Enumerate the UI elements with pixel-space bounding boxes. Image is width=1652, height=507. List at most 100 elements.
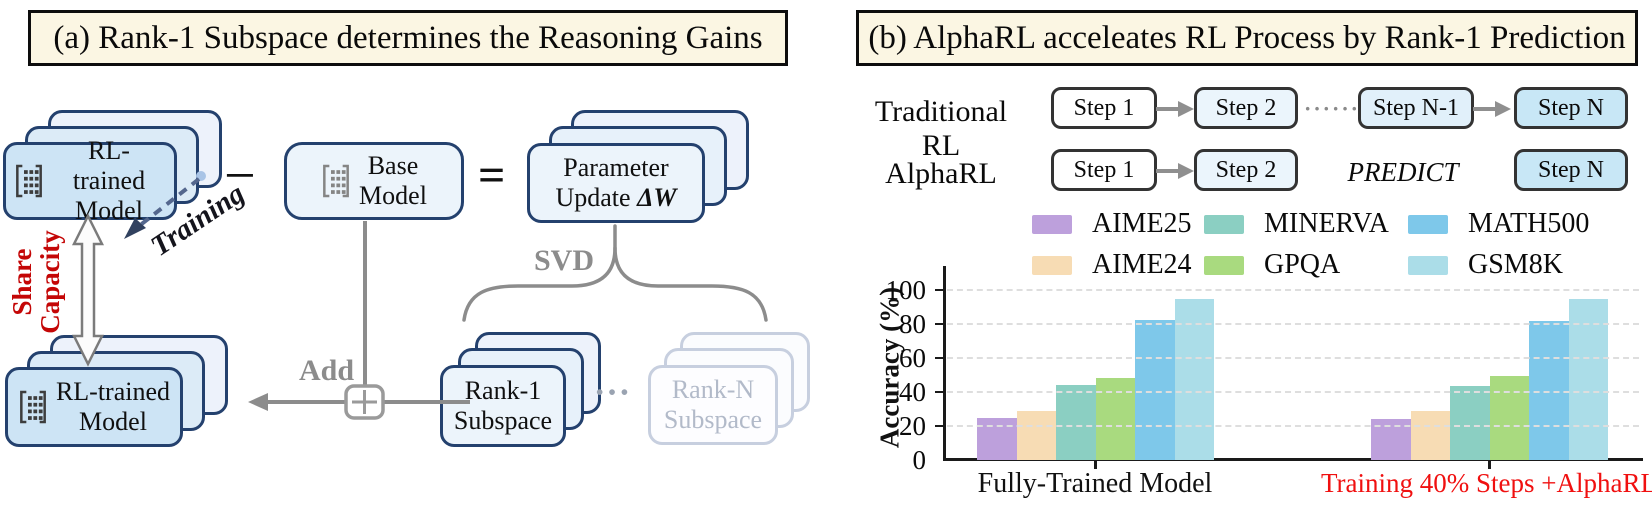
ellipsis-dots: •••	[596, 380, 634, 404]
y-tick-label: 80	[899, 309, 926, 339]
trad-step-n-1: Step N-1	[1358, 87, 1474, 129]
trad-step-2: Step 2	[1194, 87, 1298, 129]
add-label: Add	[299, 354, 355, 387]
legend-item: MINERVA	[1204, 208, 1408, 240]
legend-label: AIME24	[1092, 249, 1192, 280]
svd-label: SVD	[534, 244, 595, 277]
trad-step-n: Step N	[1514, 87, 1628, 129]
y-tick-mark	[935, 289, 945, 291]
rl-trained-model-bottom-stack: RL-trained Model	[5, 335, 231, 449]
y-tick-label: 0	[912, 445, 927, 475]
panel-b-title-text: (b) AlphaRL acceleates RL Process by Ran…	[868, 19, 1626, 56]
card-label: Base Model	[359, 151, 427, 210]
gridline	[947, 357, 1639, 359]
panel-a-title-text: (a) Rank-1 Subspace determines the Reaso…	[53, 19, 763, 56]
bar-gpqa	[1489, 376, 1529, 460]
legend-swatch	[1032, 255, 1072, 275]
bar-minerva	[1056, 385, 1096, 460]
svd-brace-right	[613, 246, 768, 322]
traditional-rl-label: Traditional RL	[874, 95, 1008, 162]
gridline	[947, 289, 1639, 291]
trad-step-1: Step 1	[1051, 87, 1157, 129]
rankn-subspace-stack: Rank-N Subspace	[648, 332, 810, 446]
panel-a-title: (a) Rank-1 Subspace determines the Reaso…	[28, 10, 788, 66]
matrix-icon	[20, 390, 46, 424]
card-label: Parameter Update ΔW	[555, 153, 677, 212]
legend-label: AIME25	[1092, 208, 1192, 239]
y-tick-mark	[935, 323, 945, 325]
y-tick-label: 100	[885, 275, 927, 305]
card-label: RL-trained Model	[72, 136, 146, 225]
legend-label: MATH500	[1468, 208, 1590, 239]
xtick-label-1: Fully-Trained Model	[977, 468, 1213, 499]
legend-swatch	[1408, 214, 1448, 234]
rl-trained-model-top-stack: RL-trained Model	[3, 110, 225, 225]
base-model-card: Base Model	[284, 142, 464, 220]
alpharl-step-1: Step 1	[1051, 149, 1157, 191]
legend-label: GPQA	[1264, 249, 1341, 280]
panel-b: (b) AlphaRL acceleates RL Process by Ran…	[826, 0, 1652, 507]
step-arrow-icon	[1473, 101, 1511, 117]
add-left-arrowhead	[248, 393, 268, 411]
bar-gsm8k	[1174, 299, 1214, 460]
xtick-label-2: Training 40% Steps +AlphaRL	[1321, 468, 1652, 498]
gridline	[947, 425, 1639, 427]
parameter-update-stack: Parameter Update ΔW	[527, 110, 751, 225]
step-arrow-icon	[1156, 163, 1194, 179]
step-arrow-icon	[1156, 101, 1194, 117]
bar-math500	[1529, 321, 1569, 460]
legend-item: MATH500	[1408, 208, 1589, 240]
base-model-stack: Base Model	[284, 142, 464, 220]
x-tick-mark	[1094, 461, 1097, 469]
gridline	[947, 391, 1639, 393]
legend-item: AIME24	[1032, 249, 1204, 281]
card-label: Rank-N Subspace	[663, 375, 763, 434]
legend-item: AIME25	[1032, 208, 1204, 240]
y-tick-label: 60	[899, 343, 926, 373]
bar-gsm8k	[1568, 299, 1608, 460]
rank1-subspace-stack: Rank-1 Subspace	[440, 332, 603, 448]
bar-aime24	[1410, 411, 1450, 460]
alpharl-step-n: Step N	[1514, 149, 1628, 191]
plus-box	[344, 384, 385, 420]
rank1-subspace-card: Rank-1 Subspace	[440, 365, 566, 447]
matrix-icon	[16, 164, 42, 198]
rl-trained-model-bottom-card: RL-trained Model	[5, 367, 183, 447]
panel-a: (a) Rank-1 Subspace determines the Reaso…	[3, 10, 810, 449]
y-tick-mark	[935, 357, 945, 359]
equals-operator: =	[478, 149, 506, 202]
legend-item: GSM8K	[1408, 249, 1589, 281]
x-tick-mark	[1488, 461, 1491, 469]
bar-group-1	[977, 270, 1214, 460]
rankn-subspace-card: Rank-N Subspace	[648, 365, 778, 445]
legend-item: GPQA	[1204, 249, 1408, 281]
legend-swatch	[1408, 255, 1448, 275]
y-tick-mark	[935, 425, 945, 427]
share-capacity-label: Share Capacity	[7, 230, 65, 334]
x-axis-spine	[943, 458, 1643, 461]
legend-label: GSM8K	[1468, 249, 1563, 280]
minus-operator: −	[224, 145, 256, 207]
card-label: RL-trained Model	[55, 377, 171, 436]
predict-label: PREDICT	[1347, 157, 1459, 187]
bar-group-2	[1371, 270, 1608, 460]
alpharl-step-2: Step 2	[1194, 149, 1298, 191]
y-tick-label: 40	[899, 377, 926, 407]
gridline	[947, 323, 1639, 325]
parameter-update-card: Parameter Update ΔW	[527, 143, 705, 223]
bar-math500	[1135, 320, 1175, 460]
delta-w: ΔW	[637, 183, 677, 212]
legend-swatch	[1204, 214, 1244, 234]
alpharl-label: AlphaRL	[885, 157, 997, 190]
y-tick-label: 20	[899, 411, 926, 441]
matrix-icon	[323, 164, 349, 198]
legend-swatch	[1204, 255, 1244, 275]
y-tick-mark	[935, 391, 945, 393]
bar-aime24	[1016, 411, 1056, 460]
legend-label: MINERVA	[1264, 208, 1389, 239]
panel-b-title: (b) AlphaRL acceleates RL Process by Ran…	[856, 10, 1638, 66]
legend-swatch	[1032, 214, 1072, 234]
bar-minerva	[1450, 386, 1490, 460]
